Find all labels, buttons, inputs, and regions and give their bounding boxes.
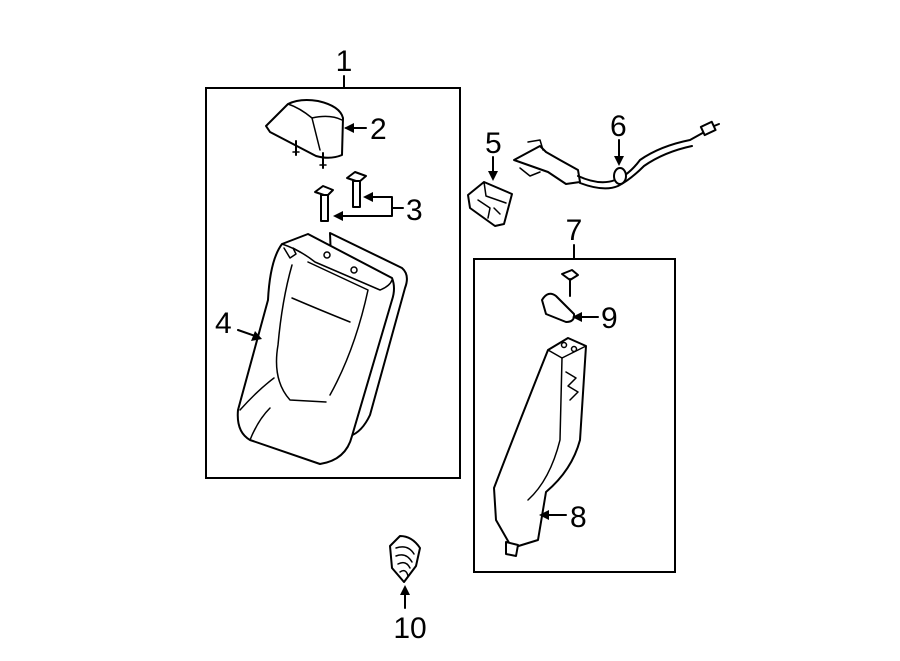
arrow-2 [344,123,367,133]
callout-10: 10 [393,612,426,645]
bezel-icon [389,535,421,583]
callout-6: 6 [610,110,627,143]
arrow-3 [333,192,404,221]
group-1-frame [205,75,461,479]
callout-7: 7 [566,214,583,247]
callout-9: 9 [601,302,618,335]
arrow-10 [400,585,410,609]
callout-3: 3 [406,194,423,227]
latch-icon [467,181,513,227]
arrow-9 [572,312,599,322]
arrow-8 [539,510,567,520]
callout-4: 4 [215,307,232,340]
seat-back-cover-icon [236,232,408,465]
callout-8: 8 [570,501,587,534]
arrow-5 [488,156,498,181]
arrow-6 [614,139,624,166]
headrest-guide-icon [314,171,367,222]
callout-1: 1 [336,45,353,78]
release-cable-icon [513,120,720,190]
callout-5: 5 [485,127,502,160]
arrow-4 [237,329,262,341]
side-bolster-pad-icon [493,337,587,557]
group-7-frame [473,244,676,573]
headrest-icon [265,99,344,169]
cover-cap-icon [541,269,579,323]
callout-2: 2 [370,113,387,146]
